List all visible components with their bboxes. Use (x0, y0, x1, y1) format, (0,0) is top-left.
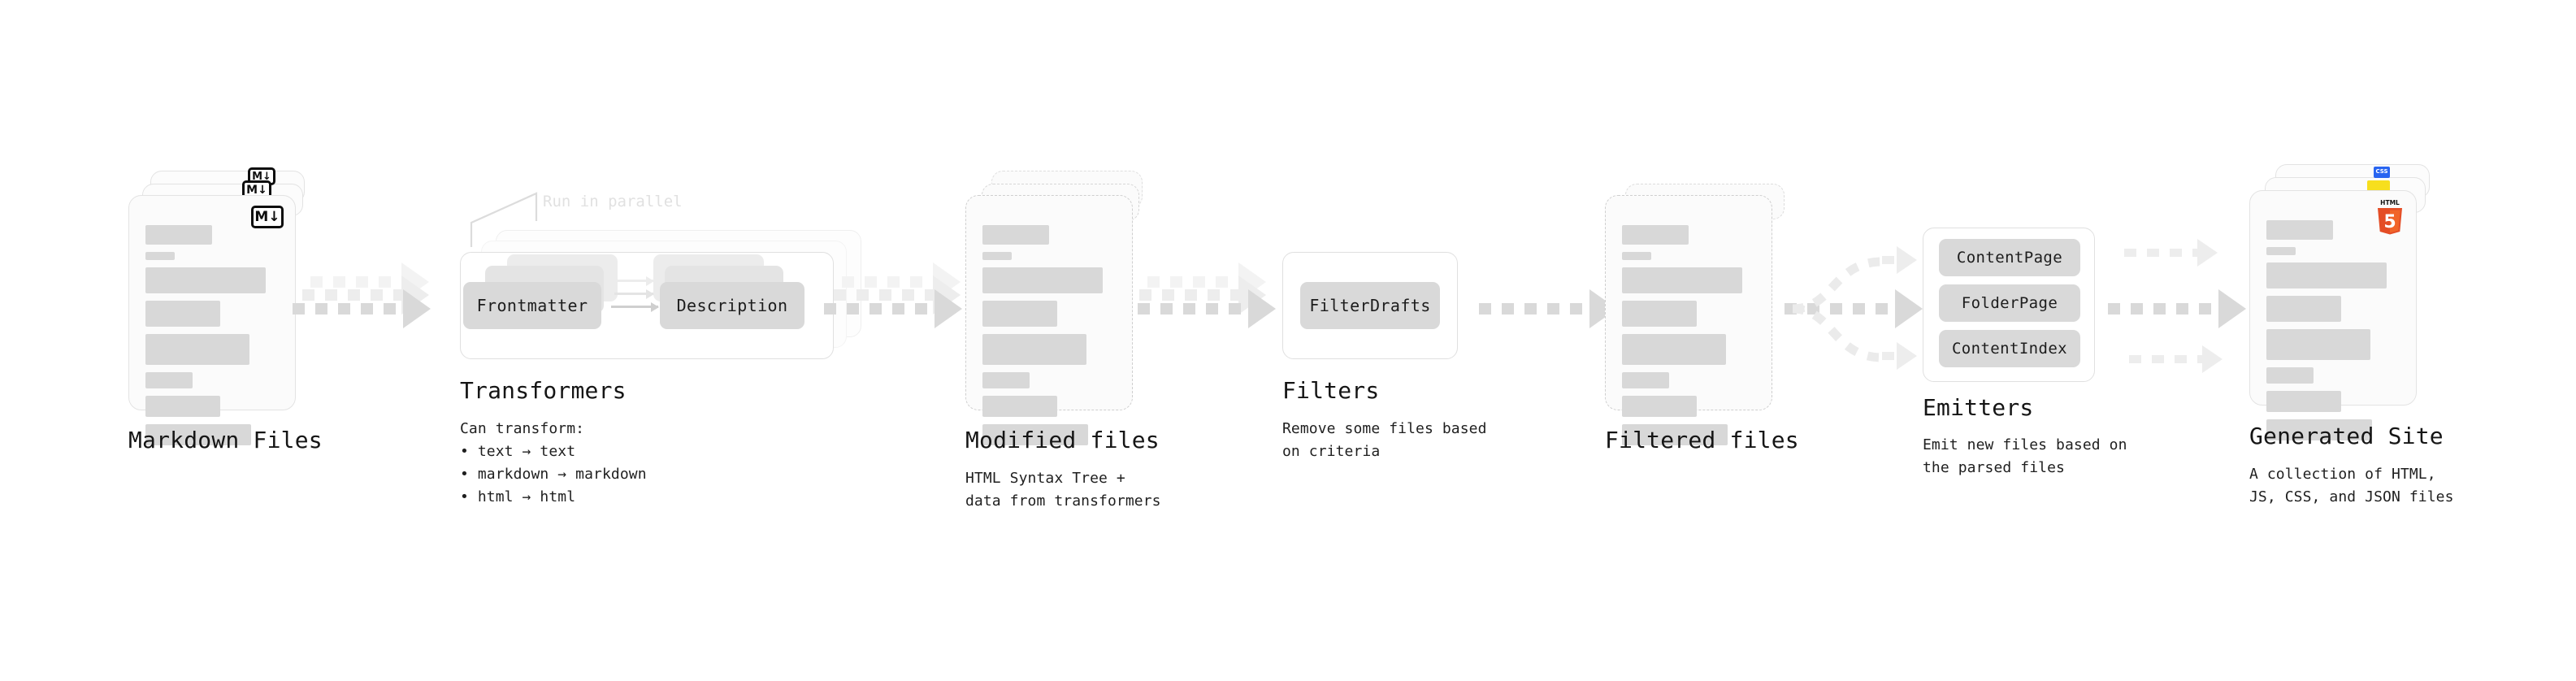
site-placeholder-lines (2266, 212, 2400, 448)
transformer-inner-arrow (611, 306, 658, 308)
arrow-filters-to-filtered (1479, 289, 1622, 328)
svg-text:5: 5 (2383, 212, 2396, 232)
generated-site-title: Generated Site (2249, 423, 2444, 449)
emitter-chip-folderpage[interactable]: FolderPage (1939, 284, 2080, 322)
transformer-inner-arrow-ghost1 (614, 293, 653, 295)
transformers-title: Transformers (460, 377, 627, 404)
run-in-parallel-bracket (470, 192, 538, 247)
filters-description: Remove some files based on criteria (1282, 420, 1487, 460)
transformer-chip-frontmatter[interactable]: Frontmatter (463, 282, 601, 329)
emitter-chip-contentindex[interactable]: ContentIndex (1939, 330, 2080, 367)
markdown-placeholder-lines (145, 217, 279, 453)
modified-files-title: Modified files (965, 427, 1160, 453)
svg-text:HTML: HTML (2380, 199, 2400, 206)
site-card-front: HTML 5 (2249, 190, 2417, 440)
markdown-files-title: Markdown Files (128, 427, 323, 453)
html5-icon: HTML 5 (2378, 199, 2402, 235)
filters-title: Filters (1282, 377, 1380, 404)
arrow-transformers-to-modified (824, 289, 967, 328)
filtered-placeholder-lines (1622, 217, 1755, 453)
transformers-description: Can transform: • text → text • markdown … (460, 420, 647, 505)
emitters-description: Emit new files based on the parsed files (1923, 436, 2127, 476)
arrow-emitters-to-site (2108, 289, 2251, 328)
css3-icon: CSS (2374, 167, 2390, 178)
arrow-markdown-to-transformers (293, 289, 436, 328)
filtered-card-front (1605, 195, 1772, 445)
filter-chip-filterdrafts-label: FilterDrafts (1309, 296, 1431, 315)
emitters-title: Emitters (1923, 394, 2034, 421)
generated-site-description: A collection of HTML, JS, CSS, and JSON … (2249, 466, 2454, 505)
arrow-filtered-to-emitter-bottom (1882, 342, 1931, 370)
emitter-chip-contentindex-label: ContentIndex (1951, 340, 2068, 358)
markdown-card-front: M↓ (128, 195, 296, 445)
arrow-emitters-to-site-top (2124, 239, 2230, 267)
arrow-filtered-to-emitters (1785, 289, 1928, 328)
emitter-chip-contentpage[interactable]: ContentPage (1939, 239, 2080, 276)
css3-icon-label: CSS (2375, 168, 2388, 175)
arrow-filtered-fanout-paths (1792, 257, 1883, 362)
transformer-chip-description-label: Description (676, 296, 788, 315)
modified-card-front (965, 195, 1133, 445)
transformer-inner-arrow-ghost2 (614, 280, 653, 282)
arrow-filtered-to-emitter-top (1882, 246, 1931, 274)
emitter-chip-contentpage-label: ContentPage (1956, 249, 2063, 267)
transformer-chip-description[interactable]: Description (660, 282, 804, 329)
arrow-emitters-to-site-bottom (2129, 345, 2235, 373)
filtered-files-title: Filtered files (1605, 427, 1799, 453)
run-in-parallel-label: Run in parallel (543, 193, 683, 210)
filter-chip-filterdrafts[interactable]: FilterDrafts (1300, 282, 1440, 329)
markdown-icon: M↓ (251, 206, 284, 228)
transformer-chip-frontmatter-label: Frontmatter (476, 296, 588, 315)
emitter-chip-folderpage-label: FolderPage (1961, 294, 2058, 312)
arrow-modified-to-filters (1138, 289, 1281, 328)
modified-placeholder-lines (982, 217, 1116, 453)
modified-files-description: HTML Syntax Tree + data from transformer… (965, 470, 1161, 510)
